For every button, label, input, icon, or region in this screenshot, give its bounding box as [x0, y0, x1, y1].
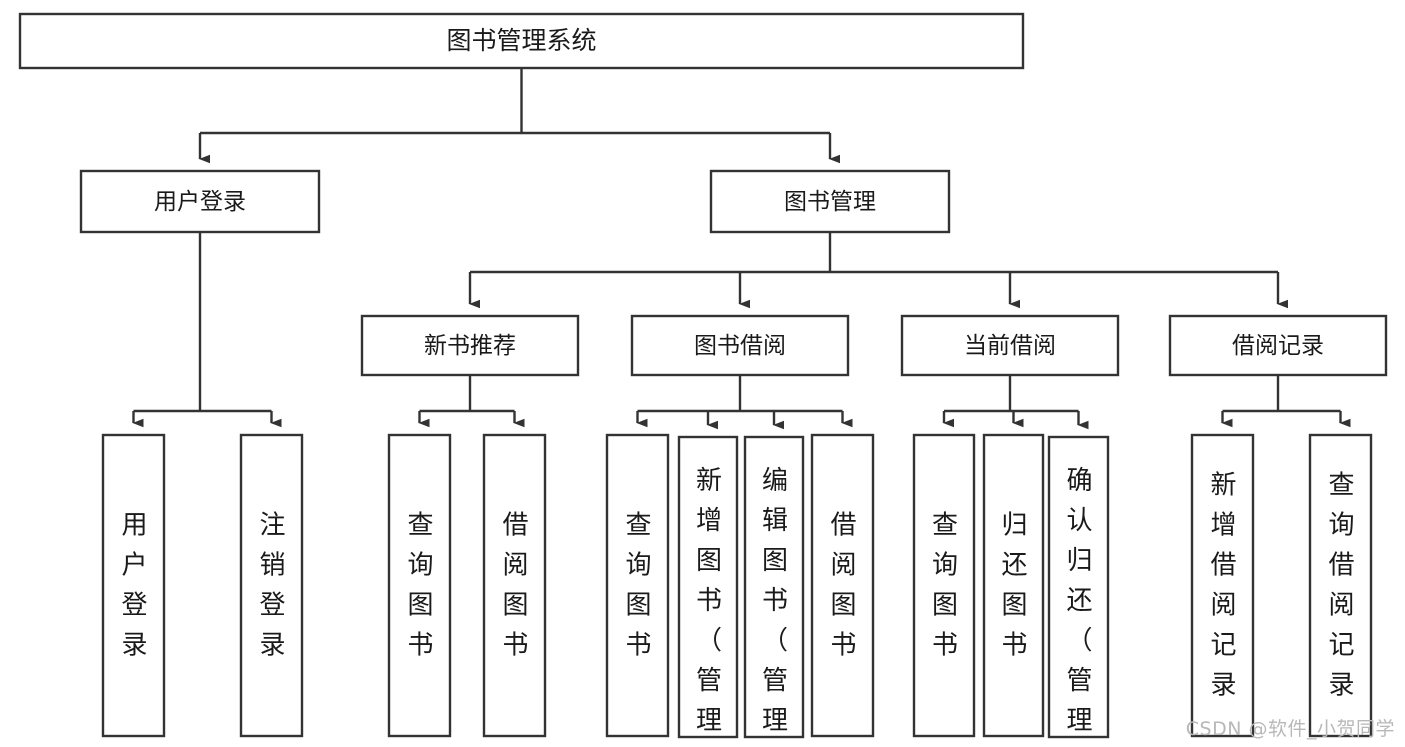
leaf-node-4-label: 查询图书: [625, 510, 651, 660]
leaf-node-5-rect[interactable]: [677, 435, 739, 739]
level3-node-3[interactable]: 借阅记录: [1168, 314, 1388, 377]
csdn-watermark: CSDN @软件_小贺同学: [1185, 718, 1395, 740]
level2-node-1-rect[interactable]: [709, 169, 951, 234]
leaf-node-4-rect[interactable]: [605, 433, 670, 738]
leaf-node-5-label: 新增图书（管理员）: [696, 466, 722, 747]
leaf-node-0-label: 用户登录: [121, 510, 147, 660]
root-node[interactable]: 图书管理系统: [18, 12, 1025, 70]
leaf-node-8-rect[interactable]: [912, 433, 976, 738]
leaf-node-3[interactable]: 借阅图书: [482, 433, 547, 738]
leaf-node-2[interactable]: 查询图书: [387, 433, 452, 738]
leaf-node-12-label: 查询借阅记录: [1328, 470, 1354, 700]
level3-node-0[interactable]: 新书推荐: [360, 314, 580, 377]
level2-node-0[interactable]: 用户登录: [79, 169, 321, 234]
level3-node-3-label: 借阅记录: [1232, 333, 1324, 359]
leaf-node-11-label: 新增借阅记录: [1210, 470, 1236, 700]
connector-edges: [132, 68, 1351, 430]
leaf-node-10[interactable]: 确认归还（管理员）: [1047, 435, 1110, 747]
leaf-node-3-label: 借阅图书: [502, 510, 528, 660]
level2-node-1[interactable]: 图书管理: [709, 169, 951, 234]
leaf-node-0-rect[interactable]: [101, 433, 166, 738]
level3-node-3-rect[interactable]: [1168, 314, 1388, 377]
level3-node-1[interactable]: 图书借阅: [630, 314, 850, 377]
leaf-node-3-rect[interactable]: [482, 433, 547, 738]
leaf-node-11-rect[interactable]: [1190, 433, 1255, 738]
leaf-node-11[interactable]: 新增借阅记录: [1190, 433, 1255, 738]
leaf-node-6[interactable]: 编辑图书（管理员）: [743, 435, 805, 747]
level3-node-1-rect[interactable]: [630, 314, 850, 377]
leaf-node-7[interactable]: 借阅图书: [810, 433, 875, 738]
leaf-node-12-rect[interactable]: [1308, 433, 1373, 738]
level3-node-2-label: 当前借阅: [964, 333, 1056, 359]
level2-node-1-label: 图书管理: [784, 189, 876, 215]
level2-node-0-rect[interactable]: [79, 169, 321, 234]
level3-node-2[interactable]: 当前借阅: [900, 314, 1120, 377]
leaf-node-4[interactable]: 查询图书: [605, 433, 670, 738]
leaf-node-8-label: 查询图书: [932, 510, 958, 660]
level2-node-0-label: 用户登录: [154, 189, 246, 215]
level3-node-0-rect[interactable]: [360, 314, 580, 377]
leaf-node-9-label: 归还图书: [1001, 510, 1027, 660]
leaf-node-0[interactable]: 用户登录: [101, 433, 166, 738]
leaf-node-9[interactable]: 归还图书: [982, 433, 1045, 738]
leaf-node-10-rect[interactable]: [1047, 435, 1110, 739]
nodes-layer: 图书管理系统用户登录图书管理新书推荐图书借阅当前借阅借阅记录用户登录注销登录查询…: [18, 12, 1388, 747]
leaf-node-1[interactable]: 注销登录: [239, 433, 304, 738]
root-node-rect[interactable]: [18, 12, 1025, 70]
leaf-node-6-label: 编辑图书（管理员）: [762, 466, 788, 747]
level3-node-2-rect[interactable]: [900, 314, 1120, 377]
root-node-label: 图书管理系统: [446, 26, 596, 55]
leaf-node-7-label: 借阅图书: [830, 510, 856, 660]
leaf-node-1-rect[interactable]: [239, 433, 304, 738]
leaf-node-2-label: 查询图书: [407, 510, 433, 660]
leaf-node-8[interactable]: 查询图书: [912, 433, 976, 738]
level3-node-0-label: 新书推荐: [424, 333, 516, 359]
leaf-node-7-rect[interactable]: [810, 433, 875, 738]
leaf-node-2-rect[interactable]: [387, 433, 452, 738]
leaf-node-10-label: 确认归还（管理员）: [1066, 466, 1092, 747]
leaf-node-5[interactable]: 新增图书（管理员）: [677, 435, 739, 747]
leaf-node-1-label: 注销登录: [259, 510, 285, 660]
level3-node-1-label: 图书借阅: [694, 333, 786, 359]
leaf-node-12[interactable]: 查询借阅记录: [1308, 433, 1373, 738]
leaf-node-9-rect[interactable]: [982, 433, 1045, 738]
leaf-node-6-rect[interactable]: [743, 435, 805, 739]
